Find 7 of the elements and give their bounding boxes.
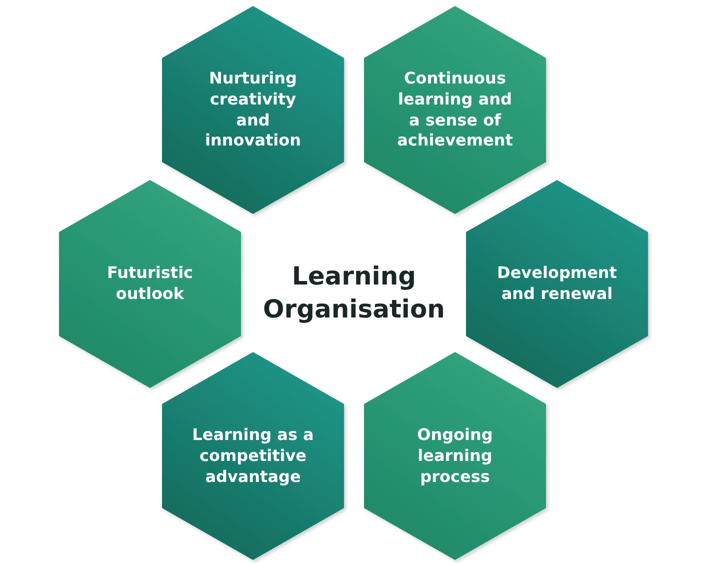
center-heading: Learning Organisation bbox=[262, 260, 446, 325]
hexagon-label: Development and renewal bbox=[496, 263, 618, 305]
hexagon-label: Nurturing creativity and innovation bbox=[204, 68, 302, 152]
hexagon-label: Learning as a competitive advantage bbox=[191, 424, 315, 488]
hexagon-label: Continuous learning and a sense of achievement bbox=[396, 68, 514, 152]
hexagon-label: Futuristic outlook bbox=[106, 263, 194, 305]
hexagon-label: Ongoing learning process bbox=[416, 424, 494, 488]
